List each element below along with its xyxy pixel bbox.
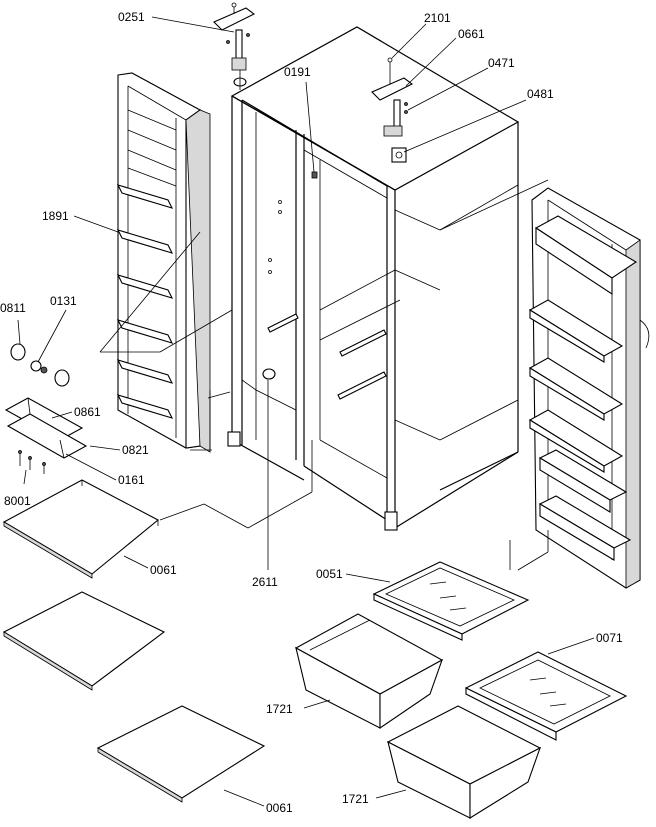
- label-0661: 0661: [458, 27, 485, 41]
- freezer-shelf-3: [96, 705, 266, 803]
- label-0251: 0251: [118, 10, 145, 24]
- label-0481: 0481: [527, 87, 554, 101]
- label-0191: 0191: [284, 65, 311, 79]
- label-1721-lower: 1721: [342, 792, 369, 806]
- top-hinge-right: [371, 57, 414, 163]
- label-2101: 2101: [424, 11, 451, 25]
- cabinet: [227, 26, 520, 531]
- freezer-shelf-2: [2, 591, 166, 691]
- label-1891: 1891: [42, 209, 69, 223]
- label-0861: 0861: [74, 405, 101, 419]
- freezer-door: [116, 72, 211, 453]
- crisper-drawer-1721-upper: [294, 613, 444, 730]
- label-2611: 2611: [252, 575, 278, 589]
- top-hinge-left: [213, 2, 256, 90]
- label-0061-lower: 0061: [266, 801, 293, 815]
- label-1721-upper: 1721: [266, 702, 293, 716]
- freezer-shelf-1: [2, 479, 159, 579]
- label-8001: 8001: [4, 494, 31, 508]
- label-0821: 0821: [122, 443, 149, 457]
- label-0471: 0471: [488, 56, 515, 70]
- leader-lines: [17, 16, 595, 807]
- part-labels: 0251 2101 0661 0471 0481 0191 1891 0811 …: [0, 10, 623, 815]
- label-0131: 0131: [50, 294, 77, 308]
- crisper-drawer-1721-lower: [386, 705, 542, 819]
- light-assembly: [4, 343, 88, 474]
- reference-lines: [99, 179, 549, 571]
- crisper-cover-0071: [464, 651, 628, 741]
- fresh-food-door: [528, 187, 650, 589]
- label-0811: 0811: [0, 301, 26, 315]
- label-0071: 0071: [596, 631, 623, 645]
- label-0061-upper: 0061: [150, 563, 177, 577]
- label-0051: 0051: [316, 567, 343, 581]
- crisper-cover-0051: [372, 561, 530, 641]
- label-0161: 0161: [118, 473, 145, 487]
